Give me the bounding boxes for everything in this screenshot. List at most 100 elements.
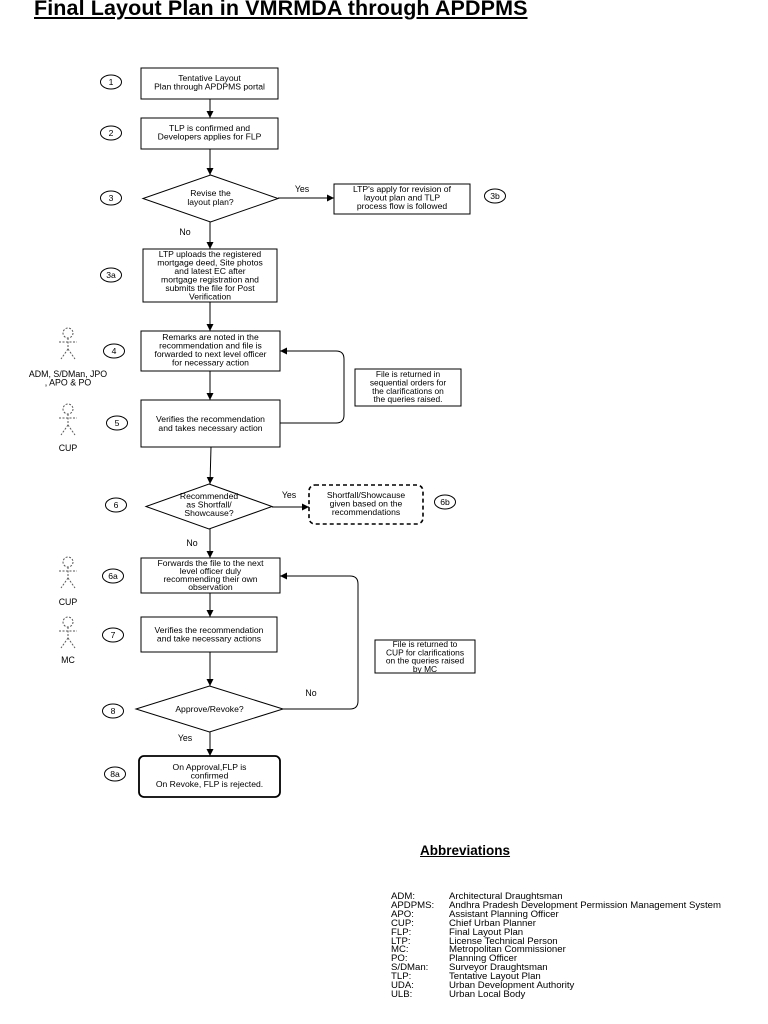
return-note-box [374,639,476,674]
abbreviation-definition: Urban Development Authority [449,980,575,992]
actor-label: ADM, S/DMan, JPO, APO & PO [29,369,107,388]
abbreviation-definition: Surveyor Draughtsman [449,962,548,974]
abbreviations-title: Abbreviations [420,843,511,858]
actor-icon [59,616,77,649]
process-box-s3b [333,183,471,215]
actor-label: CUP [59,597,78,607]
step-number-badge [100,190,122,206]
abbreviation-definition: Metropolitan Commissioner [449,944,566,956]
page-title: Final Layout Plan in VMRMDA through APDP… [34,0,528,20]
step-number: 5 [115,418,120,428]
step-number-badge [100,125,122,141]
actor-label: MC [61,655,75,665]
decision-s8 [134,685,285,733]
process-box-s5 [140,399,281,448]
return-loop-arrow [280,347,345,424]
abbreviation-row: APO:Assistant Planning Officer [391,908,721,920]
abbreviation-row: PO:Planning Officer [391,953,721,965]
abbreviation-term: S/DMan: [391,962,429,974]
process-box-s2 [140,117,279,150]
edge-label: Yes [282,490,297,500]
abbreviation-definition: Final Layout Plan [449,926,524,938]
abbreviation-row: TLP: Tentative Layout Plan [391,971,721,983]
abbreviation-row: CUP: Chief Urban Planner [391,917,721,929]
abbreviation-definition: Urban Local Body [449,988,526,1000]
abbreviation-term: ULB: [391,988,413,1000]
abbreviation-definition: Tentative Layout Plan [449,971,541,983]
abbreviation-definition: License Technical Person [449,935,558,947]
step-number-badge [100,74,122,90]
edge-label: No [305,688,316,698]
actor-icon [59,556,77,589]
step-number: 3a [106,270,116,280]
step-number-badge [484,188,506,204]
abbreviation-definition: Planning Officer [449,953,518,965]
abbreviation-term: CUP: [391,917,414,929]
edge-label: Yes [178,733,193,743]
step-number: 1 [109,77,114,87]
step-number: 3b [490,191,500,201]
process-box-s3a [142,248,278,303]
step-number-badge [104,766,126,782]
step-number-badge [105,497,127,513]
step-number: 7 [111,630,116,640]
abbreviation-term: APDPMS: [391,899,435,911]
abbreviation-definition: Andhra Pradesh Development Permission Ma… [449,899,721,911]
step-number-badge [102,627,124,643]
abbreviation-term: APO: [391,908,414,920]
abbreviation-row: ADM:Architectural Draughtsman [391,892,721,902]
actor-icon [59,327,77,360]
process-box-s6b [308,484,424,525]
abbreviation-row: S/DMan: Surveyor Draughtsman [391,962,721,974]
abbreviation-definition: Chief Urban Planner [449,917,536,929]
step-number: 2 [109,128,114,138]
return-loop-arrow [280,572,359,710]
abbreviation-row: UDA:Urban Development Authority [391,980,721,992]
step-number-badge [103,343,125,359]
edge-label: Yes [295,184,310,194]
process-box-s1 [140,67,279,100]
process-box-s4 [140,330,281,372]
abbreviation-row: MC:Metropolitan Commissioner [391,944,721,956]
abbreviation-row: APDPMS: Andhra Pradesh Development Permis… [391,899,721,911]
process-box-s6a [140,557,281,594]
abbreviation-term: LTP: [391,935,411,947]
process-box-s7 [140,616,278,653]
abbreviation-row: LTP: License Technical Person [391,935,721,947]
step-number: 6 [114,500,119,510]
actor-icon [59,403,77,436]
step-number: 8 [111,706,116,716]
step-number-badge [106,415,128,431]
edge-label: No [179,227,190,237]
step-text-s8: Approve/Revoke? [175,704,244,714]
step-number: 6b [440,497,450,507]
step-number-badge [434,494,456,510]
decision-s3 [141,174,280,223]
connector-arrow [206,446,214,485]
abbreviation-term: FLP: [391,926,412,938]
return-note-box [354,368,462,407]
step-number-badge [102,568,124,584]
abbreviation-row: FLP: Final Layout Plan [391,926,721,938]
abbreviation-term: TLP: [391,971,412,983]
step-number: 6a [108,571,118,581]
abbreviation-row: ULB: Urban Local Body [391,988,721,1000]
step-number: 4 [112,346,117,356]
edge-label: No [186,538,197,548]
actor-label: CUP [59,443,78,453]
step-number-badge [102,703,124,719]
